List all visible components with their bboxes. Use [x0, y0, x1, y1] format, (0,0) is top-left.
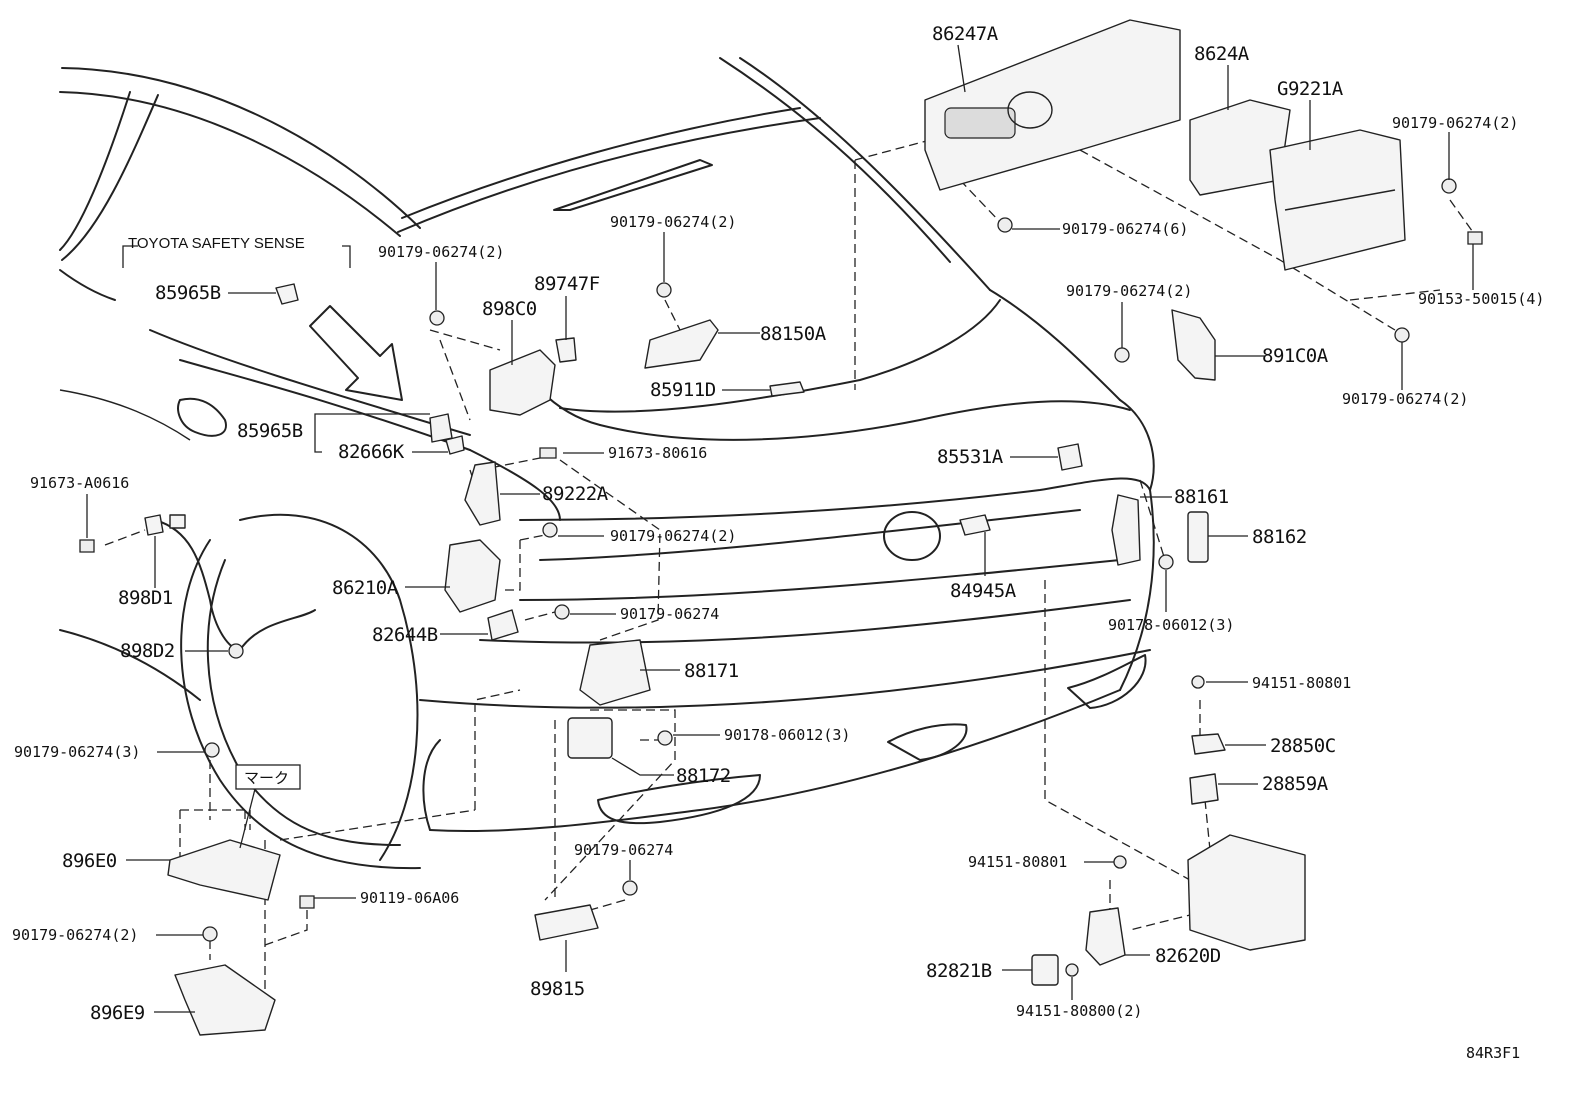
part-85911D — [769, 381, 805, 397]
label-90178-06012-3-a: 90178-06012(3) — [1108, 616, 1234, 634]
label-94151-80801-a: 94151-80801 — [1252, 674, 1351, 692]
label-85911D: 85911D — [650, 379, 716, 401]
part-85531A — [1057, 443, 1083, 471]
nut-icon — [1394, 327, 1410, 343]
leader-lines — [86, 44, 1474, 1013]
label-86210A: 86210A — [332, 577, 399, 599]
bolt-icon — [1467, 231, 1483, 245]
part-82644B — [487, 609, 519, 641]
part-896E9 — [174, 964, 276, 1036]
label-94151-80801-b: 94151-80801 — [968, 853, 1067, 871]
part-88161 — [1111, 494, 1141, 566]
label-90179-06274-2-e: 90179-06274(2) — [610, 213, 736, 231]
label-86247A: 86247A — [932, 23, 999, 45]
label-28859A: 28859A — [1262, 773, 1329, 795]
label-91673-A0616: 91673-A0616 — [30, 474, 129, 492]
part-82620D — [1085, 907, 1126, 966]
label-90179-06274-2-c: 90179-06274(2) — [1066, 282, 1192, 300]
part-89815 — [534, 904, 599, 941]
label-85965B-b: 85965B — [237, 420, 303, 442]
part-84945A — [959, 514, 991, 536]
label-90179-06274-6: 90179-06274(6) — [1062, 220, 1188, 238]
parts — [79, 19, 1483, 1036]
part-labels: 86247A 8624A G9221A 90179-06274(2) 90179… — [12, 23, 1544, 1024]
nut-icon — [997, 217, 1013, 233]
part-898C0 — [489, 349, 556, 416]
label-896E0: 896E0 — [62, 850, 117, 872]
part-82821B — [1031, 954, 1059, 986]
label-90179-06274-a: 90179-06274 — [620, 605, 719, 623]
label-84945A: 84945A — [950, 580, 1017, 602]
label-898D2: 898D2 — [120, 640, 175, 662]
nut-icon — [1441, 178, 1457, 194]
guide-lines — [104, 139, 1476, 990]
label-90179-06274-2-a: 90179-06274(2) — [1392, 114, 1518, 132]
label-88171: 88171 — [684, 660, 739, 682]
battery-icon — [1187, 834, 1306, 951]
part-85965B-a — [275, 283, 299, 305]
safety-sense-title: TOYOTA SAFETY SENSE — [128, 235, 305, 252]
front-direction-arrow — [309, 305, 403, 401]
part-82666K — [445, 435, 465, 455]
label-82644B: 82644B — [372, 624, 438, 646]
diagram-code: 84R3F1 — [1466, 1044, 1520, 1062]
label-88172: 88172 — [676, 765, 731, 787]
part-86247A — [924, 19, 1181, 191]
label-898D1: 898D1 — [118, 587, 173, 609]
label-90119-06A06: 90119-06A06 — [360, 889, 459, 907]
label-90179-06274-2-f: 90179-06274(2) — [610, 527, 736, 545]
part-89222A — [464, 461, 501, 526]
part-88172 — [567, 717, 613, 759]
part-85965B-b — [429, 413, 453, 443]
nut-icon — [1114, 347, 1130, 363]
part-86210A — [444, 539, 501, 613]
label-85965B-a: 85965B — [155, 282, 221, 304]
label-91673-80616: 91673-80616 — [608, 444, 707, 462]
label-90179-06274-3: 90179-06274(3) — [14, 743, 140, 761]
label-90179-06274-2-b: 90179-06274(2) — [1342, 390, 1468, 408]
part-891C0A — [1171, 309, 1216, 381]
label-8624A: 8624A — [1194, 43, 1250, 65]
label-89747F: 89747F — [534, 273, 600, 295]
label-896E9: 896E9 — [90, 1002, 145, 1024]
part-88150A — [644, 319, 719, 369]
car-body-outline — [59, 57, 1155, 870]
safety-sense-header: TOYOTA SAFETY SENSE — [122, 234, 351, 268]
label-898C0: 898C0 — [482, 298, 537, 320]
part-896E0 — [167, 839, 281, 901]
part-28850C — [1191, 733, 1226, 755]
label-88161: 88161 — [1174, 486, 1229, 508]
part-88171 — [579, 639, 651, 706]
part-88162 — [1187, 511, 1209, 563]
label-85531A: 85531A — [937, 446, 1004, 468]
svg-text:マーク: マーク — [244, 769, 289, 787]
label-88150A: 88150A — [760, 323, 827, 345]
label-90153-50015-4: 90153-50015(4) — [1418, 290, 1544, 308]
mark-note: マーク — [235, 764, 301, 849]
label-90179-06274-2-d: 90179-06274(2) — [378, 243, 504, 261]
label-82666K: 82666K — [338, 441, 405, 463]
label-94151-80800-2: 94151-80800(2) — [1016, 1002, 1142, 1020]
label-90179-06274-b: 90179-06274 — [574, 841, 673, 859]
label-891C0A: 891C0A — [1262, 345, 1329, 367]
label-88162: 88162 — [1252, 526, 1307, 548]
label-28850C: 28850C — [1270, 735, 1336, 757]
label-82821B: 82821B — [926, 960, 992, 982]
label-89815: 89815 — [530, 978, 585, 1000]
label-90178-06012-3-b: 90178-06012(3) — [724, 726, 850, 744]
part-28859A — [1189, 773, 1219, 805]
label-89222A: 89222A — [542, 483, 609, 505]
label-90179-06274-2-g: 90179-06274(2) — [12, 926, 138, 944]
label-82620D: 82620D — [1155, 945, 1221, 967]
label-G9221A: G9221A — [1277, 78, 1344, 100]
